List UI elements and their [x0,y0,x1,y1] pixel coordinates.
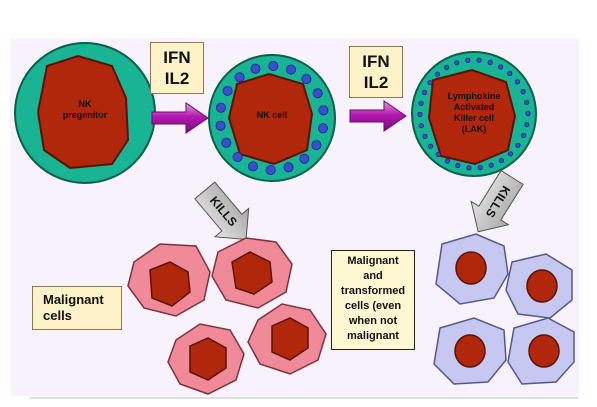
granule [435,151,441,158]
malignant-cells-label-line: Malignant [43,292,104,307]
granule [520,132,527,139]
lak-cell-label: Lymphokine Activated Killer cell (LAK) [436,91,512,135]
granule [234,72,245,83]
transformed-cells-label-line: when not [348,315,398,327]
malignant-cells-label: Malignant cells [32,286,122,330]
granule [514,79,521,85]
granule [283,162,294,173]
granule [434,71,441,77]
granule [317,123,328,134]
cytokine-box-1: IFN IL2 [150,42,204,94]
granule [421,89,428,96]
cytokine-ifn: IFN [163,48,191,67]
granule [301,74,312,85]
transformed-cell [505,253,573,319]
granule [520,89,526,95]
transformed-cell [435,233,509,305]
granule [427,80,433,86]
granule [454,60,460,66]
granule [417,111,423,118]
granule [525,110,531,117]
granule [524,99,530,105]
granule [497,64,504,70]
transformed-cells-label-line: malignant [347,330,399,342]
granule [443,64,450,71]
nk-pregenitor-nucleus [36,54,130,170]
granule [444,158,450,164]
lak-cell-label-line: (LAK) [461,124,487,134]
granule [215,120,226,131]
granule [465,57,471,64]
granule [507,70,513,77]
granule [524,122,530,128]
granule [299,153,310,164]
granule [221,137,232,148]
granule [418,123,424,129]
granule [515,142,521,148]
granule [498,157,504,164]
malignant-cell [167,323,245,395]
lak-cell [411,51,537,177]
stimulation-arrow-1 [151,102,209,134]
transformed-cell [433,317,507,385]
cytokine-ifn: IFN [362,52,390,71]
lak-cell-label-line: Lymphokine [447,91,501,101]
transformed-cells-label-line: transformed [340,285,406,297]
granule [311,140,322,151]
stimulation-arrow-2 [349,100,407,132]
transformed-cells-label: Malignant and transformed cells (even wh… [331,250,415,350]
nk-granules [215,61,329,175]
granule [427,143,434,149]
granule [476,57,482,63]
granule [265,164,276,175]
nk-pregenitor-label-line: pregenitor [62,110,108,120]
lak-cell-nucleus [427,68,517,166]
granule [318,105,329,116]
granule [455,162,461,169]
granule [487,59,493,66]
transformed-cells-label-line: and [363,270,383,282]
transformed-cell [507,317,575,385]
cytokine-il2: IL2 [164,69,190,88]
nk-cell [208,54,336,182]
lak-cell-label-line: Activated [453,102,495,112]
malignant-cells-label-line: cells [43,308,72,323]
granule [268,61,279,72]
granule [488,162,494,168]
malignant-cell [211,237,293,309]
granule [507,151,514,157]
granule [422,133,428,139]
nk-cell-nucleus [227,72,314,166]
lak-cell-label-line: Killer cell [453,113,495,123]
granule [285,64,296,75]
nk-pregenitor-label-line: NK [78,99,92,109]
nk-pregenitor-cell [14,42,156,184]
nk-cell-label-text: NK cell [256,110,288,120]
granule [466,165,472,171]
granule [247,161,258,172]
cytokine-il2: IL2 [363,73,389,92]
granule [312,88,323,99]
granule [215,102,226,113]
malignant-cell [127,243,211,317]
granule [250,63,261,74]
nk-cell-label: NK cell [240,110,304,121]
granule [418,100,424,106]
granule [232,151,243,162]
lak-granules [417,57,531,171]
transformed-cells-label-line: cells (even [344,300,402,312]
malignant-cell [247,303,327,375]
granule [477,165,483,171]
nk-pregenitor-label: NK pregenitor [50,99,120,121]
cytokine-box-2: IFN IL2 [349,46,403,98]
transformed-cells-label-line: Malignant [347,255,399,267]
granule [222,85,233,96]
